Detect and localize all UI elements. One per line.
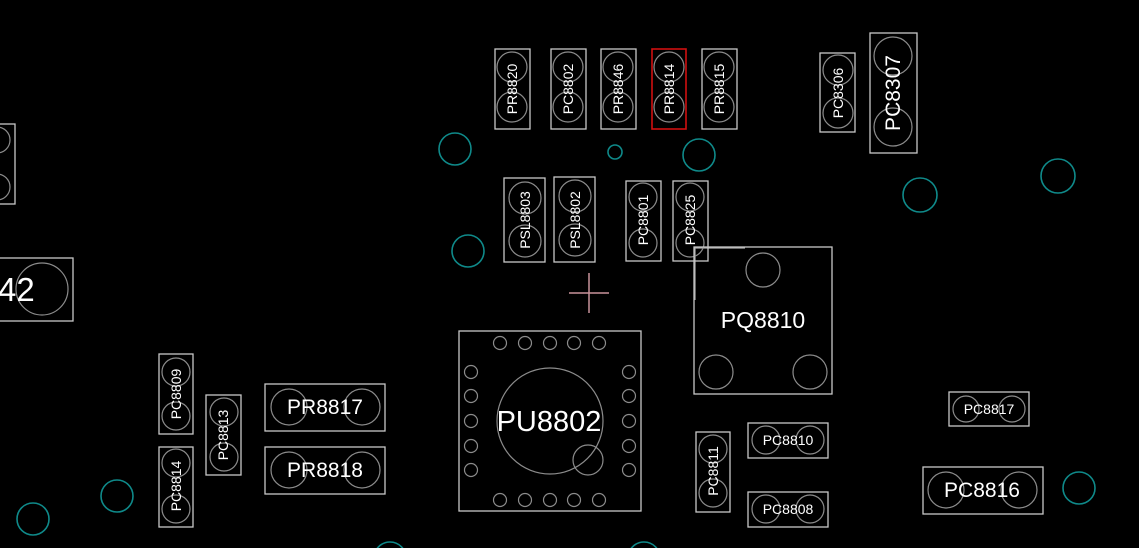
via[interactable] (682, 138, 716, 172)
vias (16, 132, 1096, 548)
component-label: PR8846 (610, 63, 626, 114)
component-label: PC8808 (763, 501, 814, 517)
pin-pad (517, 492, 533, 508)
via[interactable] (607, 144, 623, 160)
component-PR8846[interactable]: PR8846 (600, 48, 637, 130)
component-PR8818[interactable]: PR8818 (264, 446, 386, 495)
component-label: PR8817 (287, 396, 363, 419)
component-label: PC8809 (168, 368, 184, 419)
via[interactable] (628, 541, 660, 548)
via[interactable] (1062, 471, 1096, 505)
component-PC8814[interactable]: PC8814 (158, 446, 194, 528)
component-PSL8803[interactable]: PSL8803 (503, 177, 546, 263)
pin-pad (517, 335, 533, 351)
component-PR8814[interactable]: PR8814 (651, 48, 687, 130)
component-PU8802[interactable]: PU8802 (458, 330, 642, 512)
component-PC8802[interactable]: PC8802 (550, 48, 587, 130)
component-label: PC8814 (168, 460, 184, 511)
component-PC8306[interactable]: PC8306 (819, 52, 856, 133)
component-label: PR8814 (661, 63, 677, 114)
component-PC8817[interactable]: PC8817 (948, 391, 1030, 427)
component-PR8817[interactable]: PR8817 (264, 383, 386, 432)
component-PC8816[interactable]: PC8816 (922, 466, 1044, 515)
pin-pad (591, 492, 607, 508)
component-label: PC8825 (682, 194, 698, 245)
component-label: PC8817 (964, 401, 1015, 417)
component-PC8825[interactable]: PC8825 (672, 180, 709, 262)
via[interactable] (1040, 158, 1076, 194)
component-PC8810[interactable]: PC8810 (747, 422, 829, 459)
component-PC8801[interactable]: PC8801 (625, 180, 662, 262)
pin-pad (463, 438, 479, 454)
pin-pad (566, 492, 582, 508)
component-PC8813[interactable]: PC8813 (205, 394, 242, 476)
pin-pad (566, 335, 582, 351)
via[interactable] (100, 479, 134, 513)
trace (694, 247, 745, 300)
component-label: PR8820 (504, 63, 520, 114)
component-PC8809[interactable]: PC8809 (158, 353, 194, 435)
pin-pad (463, 413, 479, 429)
component-label: PQ8810 (721, 307, 805, 333)
crosshair-cursor-icon (569, 273, 609, 313)
pin-pad (621, 438, 637, 454)
component-label: PC8802 (560, 63, 576, 114)
component-label: PC8813 (215, 409, 231, 460)
pin-pad (621, 388, 637, 404)
pin-pad (542, 335, 558, 351)
pin-pad (463, 388, 479, 404)
component-PR8815[interactable]: PR8815 (701, 48, 738, 130)
component-label: PC8811 (705, 446, 721, 496)
pin-pad (621, 413, 637, 429)
pin-pad (463, 462, 479, 478)
pin-pad (542, 492, 558, 508)
component-label: 42 (0, 271, 35, 308)
component-label: PC8306 (830, 67, 846, 118)
component-PC8808[interactable]: PC8808 (747, 491, 829, 528)
pin-pad (492, 492, 508, 508)
pad-array (463, 335, 637, 508)
component-PC8811[interactable]: PC8811 (695, 431, 731, 513)
component-label: PR8818 (287, 459, 363, 482)
component-label: PR8815 (711, 63, 727, 114)
component-partial-left[interactable]: 42 (0, 257, 74, 322)
via[interactable] (451, 234, 485, 268)
component-label: PC8810 (763, 432, 814, 448)
component-label: PC8816 (944, 479, 1020, 502)
component-PSL8802[interactable]: PSL8802 (553, 176, 596, 263)
selection-highlight (651, 48, 687, 130)
via[interactable] (374, 541, 406, 548)
pin-pad (621, 462, 637, 478)
component-label: PC8801 (635, 194, 651, 245)
via[interactable] (902, 177, 938, 213)
pin-pad (621, 364, 637, 380)
component-label: PC8307 (882, 55, 905, 131)
component-label: PSL8802 (567, 191, 583, 249)
component-label: PSL8803 (517, 191, 533, 249)
component-PQ8810[interactable]: PQ8810 (693, 246, 833, 395)
component-partial-top-left[interactable] (0, 123, 16, 205)
component-PC8307[interactable]: PC8307 (869, 32, 918, 154)
via[interactable] (438, 132, 472, 166)
pin-pad (463, 364, 479, 380)
via[interactable] (16, 502, 50, 536)
pin-pad (591, 335, 607, 351)
component-label: PU8802 (497, 406, 602, 438)
component-PR8820[interactable]: PR8820 (494, 48, 531, 130)
pin-pad (492, 335, 508, 351)
